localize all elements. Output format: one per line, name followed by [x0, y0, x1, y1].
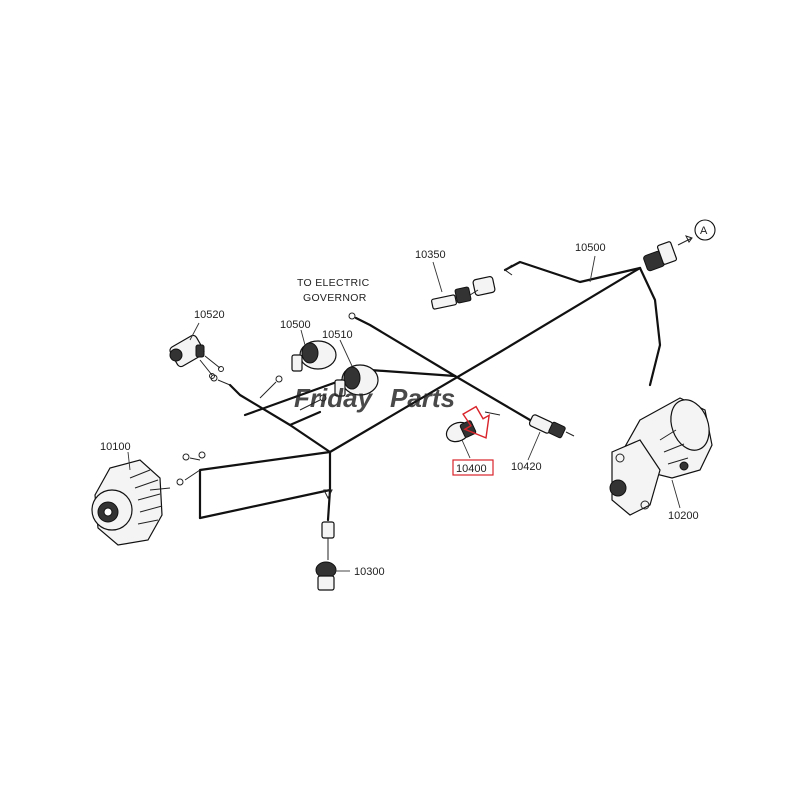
stub-wire-1 [217, 379, 231, 386]
ring-terminal [319, 394, 327, 402]
stub-wire-3 [299, 399, 321, 411]
stub-wire-5 [189, 457, 201, 461]
label-10100: 10100 [100, 441, 131, 453]
part-10300-sensor[interactable] [315, 521, 337, 591]
highlight-arrow [462, 405, 491, 439]
stub-wire-6 [484, 411, 501, 416]
part-10400-sensor[interactable] [443, 403, 498, 445]
starter-wire [638, 266, 662, 387]
harness-wires [176, 260, 662, 522]
ref-circle-a [694, 219, 716, 241]
governor-branch-wire [354, 316, 457, 378]
stub-wire-4 [184, 469, 201, 481]
part-top-connector[interactable] [643, 235, 693, 272]
part-10500-relay[interactable] [291, 340, 337, 372]
label-10300: 10300 [354, 566, 385, 578]
label-10520: 10520 [194, 309, 225, 321]
left-branch-wire [228, 383, 332, 454]
watermark-text-b: Parts [390, 383, 455, 413]
cross-wire-1 [288, 410, 322, 427]
label-10500-left: 10500 [280, 319, 311, 331]
label-10400[interactable]: 10400 [456, 463, 487, 475]
governor-callout-line2: GOVERNOR [303, 292, 367, 304]
part-labels: 10520 10500 10510 10350 10500 10100 1030… [100, 219, 716, 578]
watermark-logo: Friday Parts [294, 383, 455, 413]
ref-letter-a: A [700, 225, 708, 237]
part-10520-sensor[interactable] [169, 334, 224, 379]
highlight-box [452, 459, 494, 476]
wire-arrow-end [504, 264, 513, 276]
sensor-branch-wire [453, 374, 532, 422]
part-10200-starter[interactable] [609, 394, 716, 516]
label-10420: 10420 [511, 461, 542, 473]
watermark-text-a: Friday [294, 383, 374, 413]
part-10350-sensor[interactable] [430, 276, 496, 310]
label-10350: 10350 [415, 249, 446, 261]
part-10420-sensor[interactable] [528, 414, 575, 439]
top-wire [503, 260, 642, 284]
ring-terminal [198, 451, 206, 459]
label-10510: 10510 [322, 329, 353, 341]
ring-terminal [176, 478, 184, 486]
part-10510-relay[interactable] [334, 364, 379, 397]
down-branch-wire [326, 450, 332, 522]
cross-wire-2 [198, 488, 332, 520]
ring-terminal [182, 453, 190, 461]
stub-wire-2 [259, 381, 277, 399]
leader-lines [127, 255, 681, 572]
ring-terminal [348, 312, 356, 320]
label-10500-top: 10500 [575, 242, 606, 254]
label-10200: 10200 [668, 510, 699, 522]
ring-terminal [275, 375, 283, 383]
part-10100-alternator[interactable] [91, 459, 171, 546]
governor-callout-line1: TO ELECTRIC [297, 277, 370, 289]
down-arrow [323, 489, 333, 500]
